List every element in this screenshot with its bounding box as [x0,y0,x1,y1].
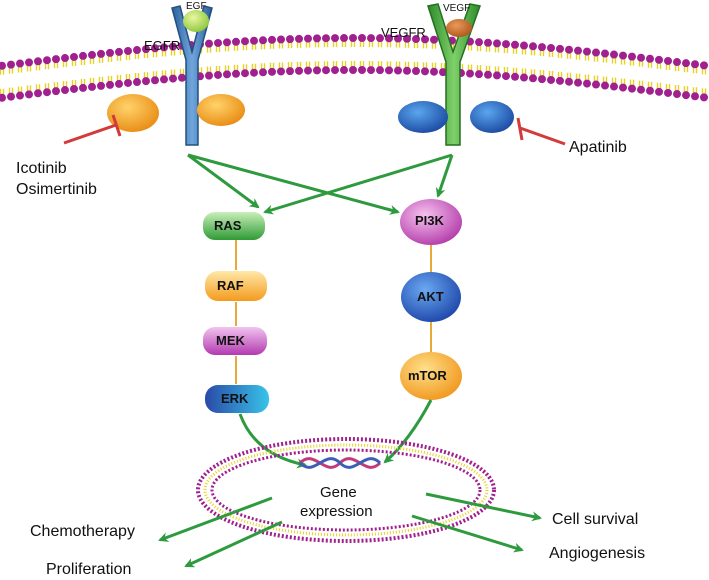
expression-label: expression [300,503,373,520]
akt-label: AKT [417,289,444,304]
ras-label: RAS [214,218,242,233]
mtor-label: mTOR [408,368,447,383]
vegfr-receptor [427,3,481,146]
outcome-arrows [158,492,542,568]
chemotherapy-label: Chemotherapy [30,523,135,540]
vegfr-inhibition-line [519,126,566,146]
angiogenesis-label: Angiogenesis [549,545,646,562]
signal-arrows [187,153,454,215]
egfr-inhibition-bar [111,114,122,137]
vegfr-kinase-right [470,101,514,133]
egfr-receptor [171,5,213,146]
cell-membrane [0,34,708,102]
vegfr-inhibition-bar [516,117,524,141]
nucleus [196,437,496,543]
dna-helix [298,457,382,469]
vegfr-label: VEGFR [381,25,426,40]
egfr-kinase-right [197,94,245,126]
pi3k-label: PI3K [415,213,444,228]
osimertinib-label: Osimertinib [16,181,97,198]
vegf-ligand [446,19,472,37]
raf-node [205,271,267,301]
egf-ligand [183,10,209,32]
apatinib-label: Apatinib [569,139,627,156]
egfr-inhibition-line [63,123,117,145]
mtor-node [400,352,462,400]
mek-node [203,327,267,355]
erk-node [205,385,269,413]
icotinib-label: Icotinib [16,160,67,177]
gene-label: Gene [320,484,357,501]
proliferation-label: Proliferation [46,561,132,578]
egfr-kinase-left [107,94,159,132]
egfr-label: EGFR [144,38,181,53]
akt-node [401,272,461,322]
erk-label: ERK [221,391,249,406]
mek-label: MEK [216,333,245,348]
raf-label: RAF [217,278,244,293]
nucleus-arrows [238,399,433,469]
egf-label: EGF [186,1,207,12]
ras-node [203,212,265,240]
cell-survival-label: Cell survival [552,511,639,528]
pi3k-node [400,199,462,245]
vegfr-kinase-left [398,101,448,133]
vegf-label: VEGF [443,3,471,14]
